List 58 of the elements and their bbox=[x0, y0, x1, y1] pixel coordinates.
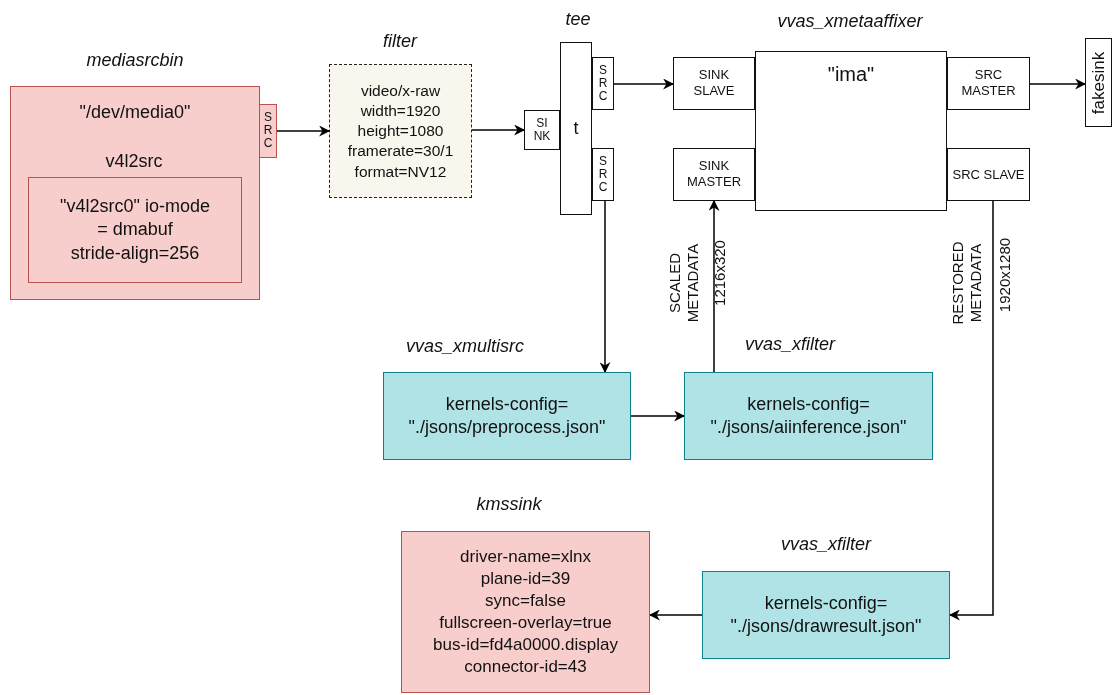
resolution-label: 1920x1280 bbox=[996, 237, 1015, 313]
pad-label: SRC SLAVE bbox=[951, 166, 1026, 183]
pad-box bbox=[947, 57, 1030, 110]
property-text: driver-name=xlnx plane-id=39 sync=false fullscreen-overlay=true bus-id=fd4a0000.display connector-id=43 bbox=[432, 545, 619, 679]
element-box bbox=[560, 42, 592, 215]
pad-label: SRC bbox=[262, 111, 274, 151]
property-text: t bbox=[572, 116, 580, 140]
element-box bbox=[401, 531, 650, 693]
arrow bbox=[599, 200, 611, 374]
element-title: vvas_xfilter bbox=[745, 334, 835, 355]
element-title: vvas_xfilter bbox=[781, 534, 871, 555]
arrow bbox=[471, 124, 526, 136]
arrow bbox=[708, 199, 720, 373]
pad-box bbox=[673, 148, 755, 201]
pad-label: SINK bbox=[533, 116, 551, 144]
element-name: "ima" bbox=[826, 62, 876, 87]
pad-box bbox=[673, 57, 755, 110]
pad-box bbox=[947, 148, 1030, 201]
caps-filter-box bbox=[329, 64, 472, 198]
property-text: "v4l2src0" io-mode = dmabuf stride-align=256 bbox=[59, 194, 211, 265]
element-title: vvas_xmultisrc bbox=[406, 336, 524, 357]
element-title: filter bbox=[383, 31, 417, 52]
arrow bbox=[948, 200, 994, 621]
arrow bbox=[613, 78, 675, 90]
edge-label: RESTORED METADATA bbox=[949, 240, 985, 327]
element-box bbox=[755, 51, 947, 211]
pad-box bbox=[592, 57, 614, 110]
element-box bbox=[10, 86, 260, 300]
edge-label: SCALED METADATA bbox=[666, 242, 702, 325]
pad-label: SINK MASTER bbox=[685, 157, 743, 192]
element-box bbox=[702, 571, 950, 659]
element-title: mediasrcbin bbox=[86, 50, 184, 71]
pad-label: SINK SLAVE bbox=[692, 66, 736, 101]
pad-label: SRC bbox=[597, 63, 609, 104]
pad-label: SRC bbox=[597, 154, 609, 195]
element-box bbox=[684, 372, 933, 460]
property-text: kernels-config= "./jsons/drawresult.json" bbox=[729, 591, 923, 638]
pad-box bbox=[524, 110, 560, 150]
sink-box bbox=[1085, 38, 1112, 127]
pad-box bbox=[259, 104, 277, 158]
element-label: fakesink bbox=[1088, 51, 1109, 114]
resolution-label: 1216x320 bbox=[710, 240, 729, 306]
pad-label: SRC MASTER bbox=[960, 66, 1017, 101]
arrow bbox=[648, 609, 703, 621]
element-box bbox=[28, 177, 242, 283]
property-text: video/x-raw width=1920 height=1080 framerate=30/1 format=NV12 bbox=[346, 80, 455, 182]
property-text: kernels-config= "./jsons/aiinference.json" bbox=[709, 392, 908, 439]
pad-box bbox=[592, 148, 614, 201]
element-box bbox=[383, 372, 631, 460]
element-name: "/dev/media0" bbox=[78, 101, 192, 124]
element-title: tee bbox=[565, 9, 591, 30]
element-title: kmssink bbox=[476, 494, 542, 515]
element-title: vvas_xmetaaffixer bbox=[777, 11, 923, 32]
element-title: v4l2src bbox=[105, 151, 163, 172]
arrow bbox=[1029, 78, 1087, 90]
property-text: kernels-config= "./jsons/preprocess.json" bbox=[407, 392, 607, 439]
arrow bbox=[630, 410, 686, 422]
arrow bbox=[276, 125, 331, 137]
